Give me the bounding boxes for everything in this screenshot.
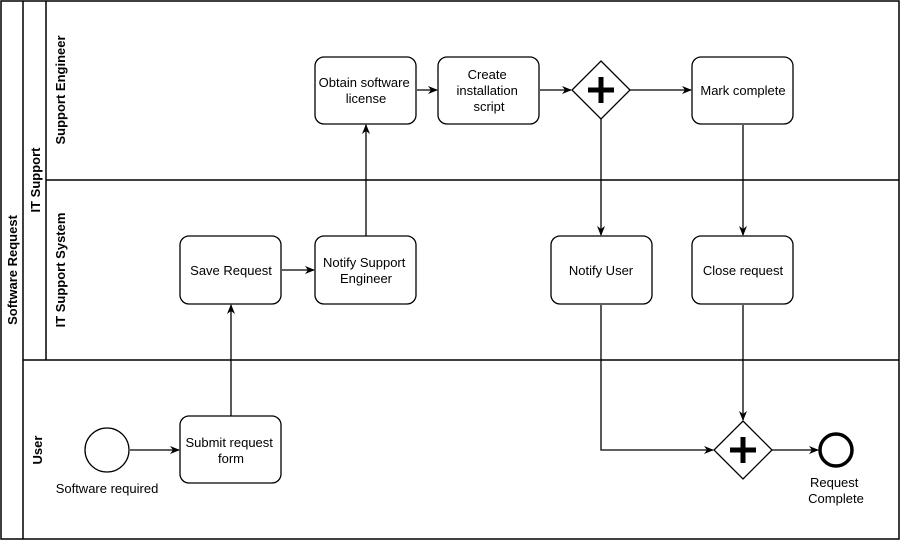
task-label: Close request — [703, 263, 784, 278]
plus-icon — [730, 437, 756, 463]
lane-title-support-engineer: Support Engineer — [53, 35, 68, 144]
sequence-flows — [130, 86, 819, 454]
task-notify-user[interactable]: Notify User — [550, 235, 653, 305]
task-label: Save Request — [190, 263, 272, 278]
task-create-installation-script[interactable]: Create installation script — [437, 56, 540, 125]
parallel-gateway-join[interactable] — [713, 420, 773, 480]
lane-group-title: IT Support — [28, 147, 43, 213]
parallel-gateway-split[interactable] — [571, 60, 631, 120]
task-obtain-license[interactable]: Obtain software license — [314, 56, 417, 125]
task-label: Notify Support Engineer — [323, 255, 409, 286]
start-event-label: Software required — [56, 481, 159, 496]
task-mark-complete[interactable]: Mark complete — [691, 56, 794, 125]
task-label: Mark complete — [700, 83, 785, 98]
task-save-request[interactable]: Save Request — [179, 235, 282, 305]
end-event-label: Request Complete — [808, 475, 864, 506]
flow-notify-user-to-join — [600, 305, 714, 454]
task-label: Obtain software license — [319, 75, 414, 106]
task-label: Create installation script — [456, 67, 521, 114]
plus-icon — [588, 77, 614, 103]
task-notify-support-engineer[interactable]: Notify Support Engineer — [314, 235, 417, 305]
task-label: Submit request form — [185, 435, 276, 466]
task-label: Notify User — [569, 263, 634, 278]
pool-title: Software Request — [5, 214, 20, 324]
lane-title-user: User — [30, 436, 45, 465]
task-submit-request-form[interactable]: Submit request form — [179, 415, 282, 484]
lane-title-it-support-system: IT Support System — [53, 213, 68, 328]
task-close-request[interactable]: Close request — [691, 235, 794, 305]
start-event[interactable] — [84, 427, 130, 473]
end-event[interactable] — [818, 432, 854, 468]
